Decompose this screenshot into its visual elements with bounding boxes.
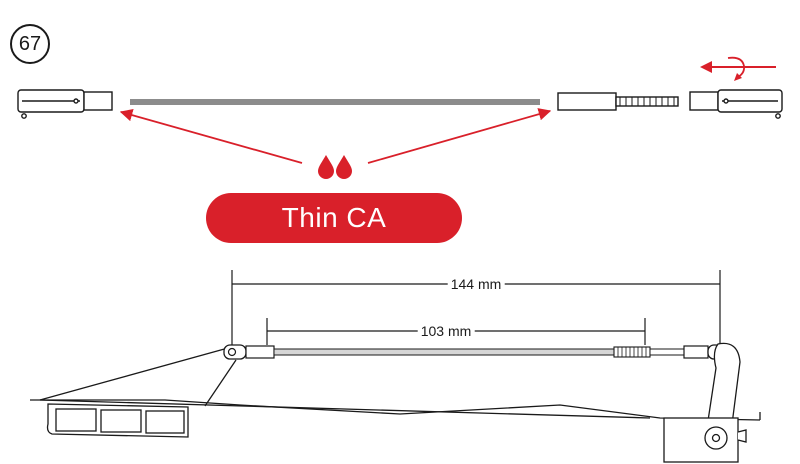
clevis-right: [689, 89, 783, 119]
installed-pushrod: [223, 344, 729, 360]
step-number-badge: 67: [10, 24, 50, 64]
glue-arrow-right: [367, 108, 552, 164]
pushrod-wire: [130, 99, 540, 105]
airframe-outline: [30, 347, 761, 421]
glue-arrow-left: [119, 109, 303, 164]
glue-label-pill: Thin CA: [206, 193, 462, 243]
dimension-overall-label: 144 mm: [447, 275, 505, 293]
threaded-coupler: [557, 92, 679, 111]
dimension-inner-label: 103 mm: [417, 322, 475, 340]
clevis-left: [17, 89, 113, 119]
vent-grille: [46, 403, 189, 438]
rotate-direction-icon: [700, 56, 776, 81]
control-horn: [663, 342, 747, 463]
glue-drops-icon: [318, 155, 352, 179]
